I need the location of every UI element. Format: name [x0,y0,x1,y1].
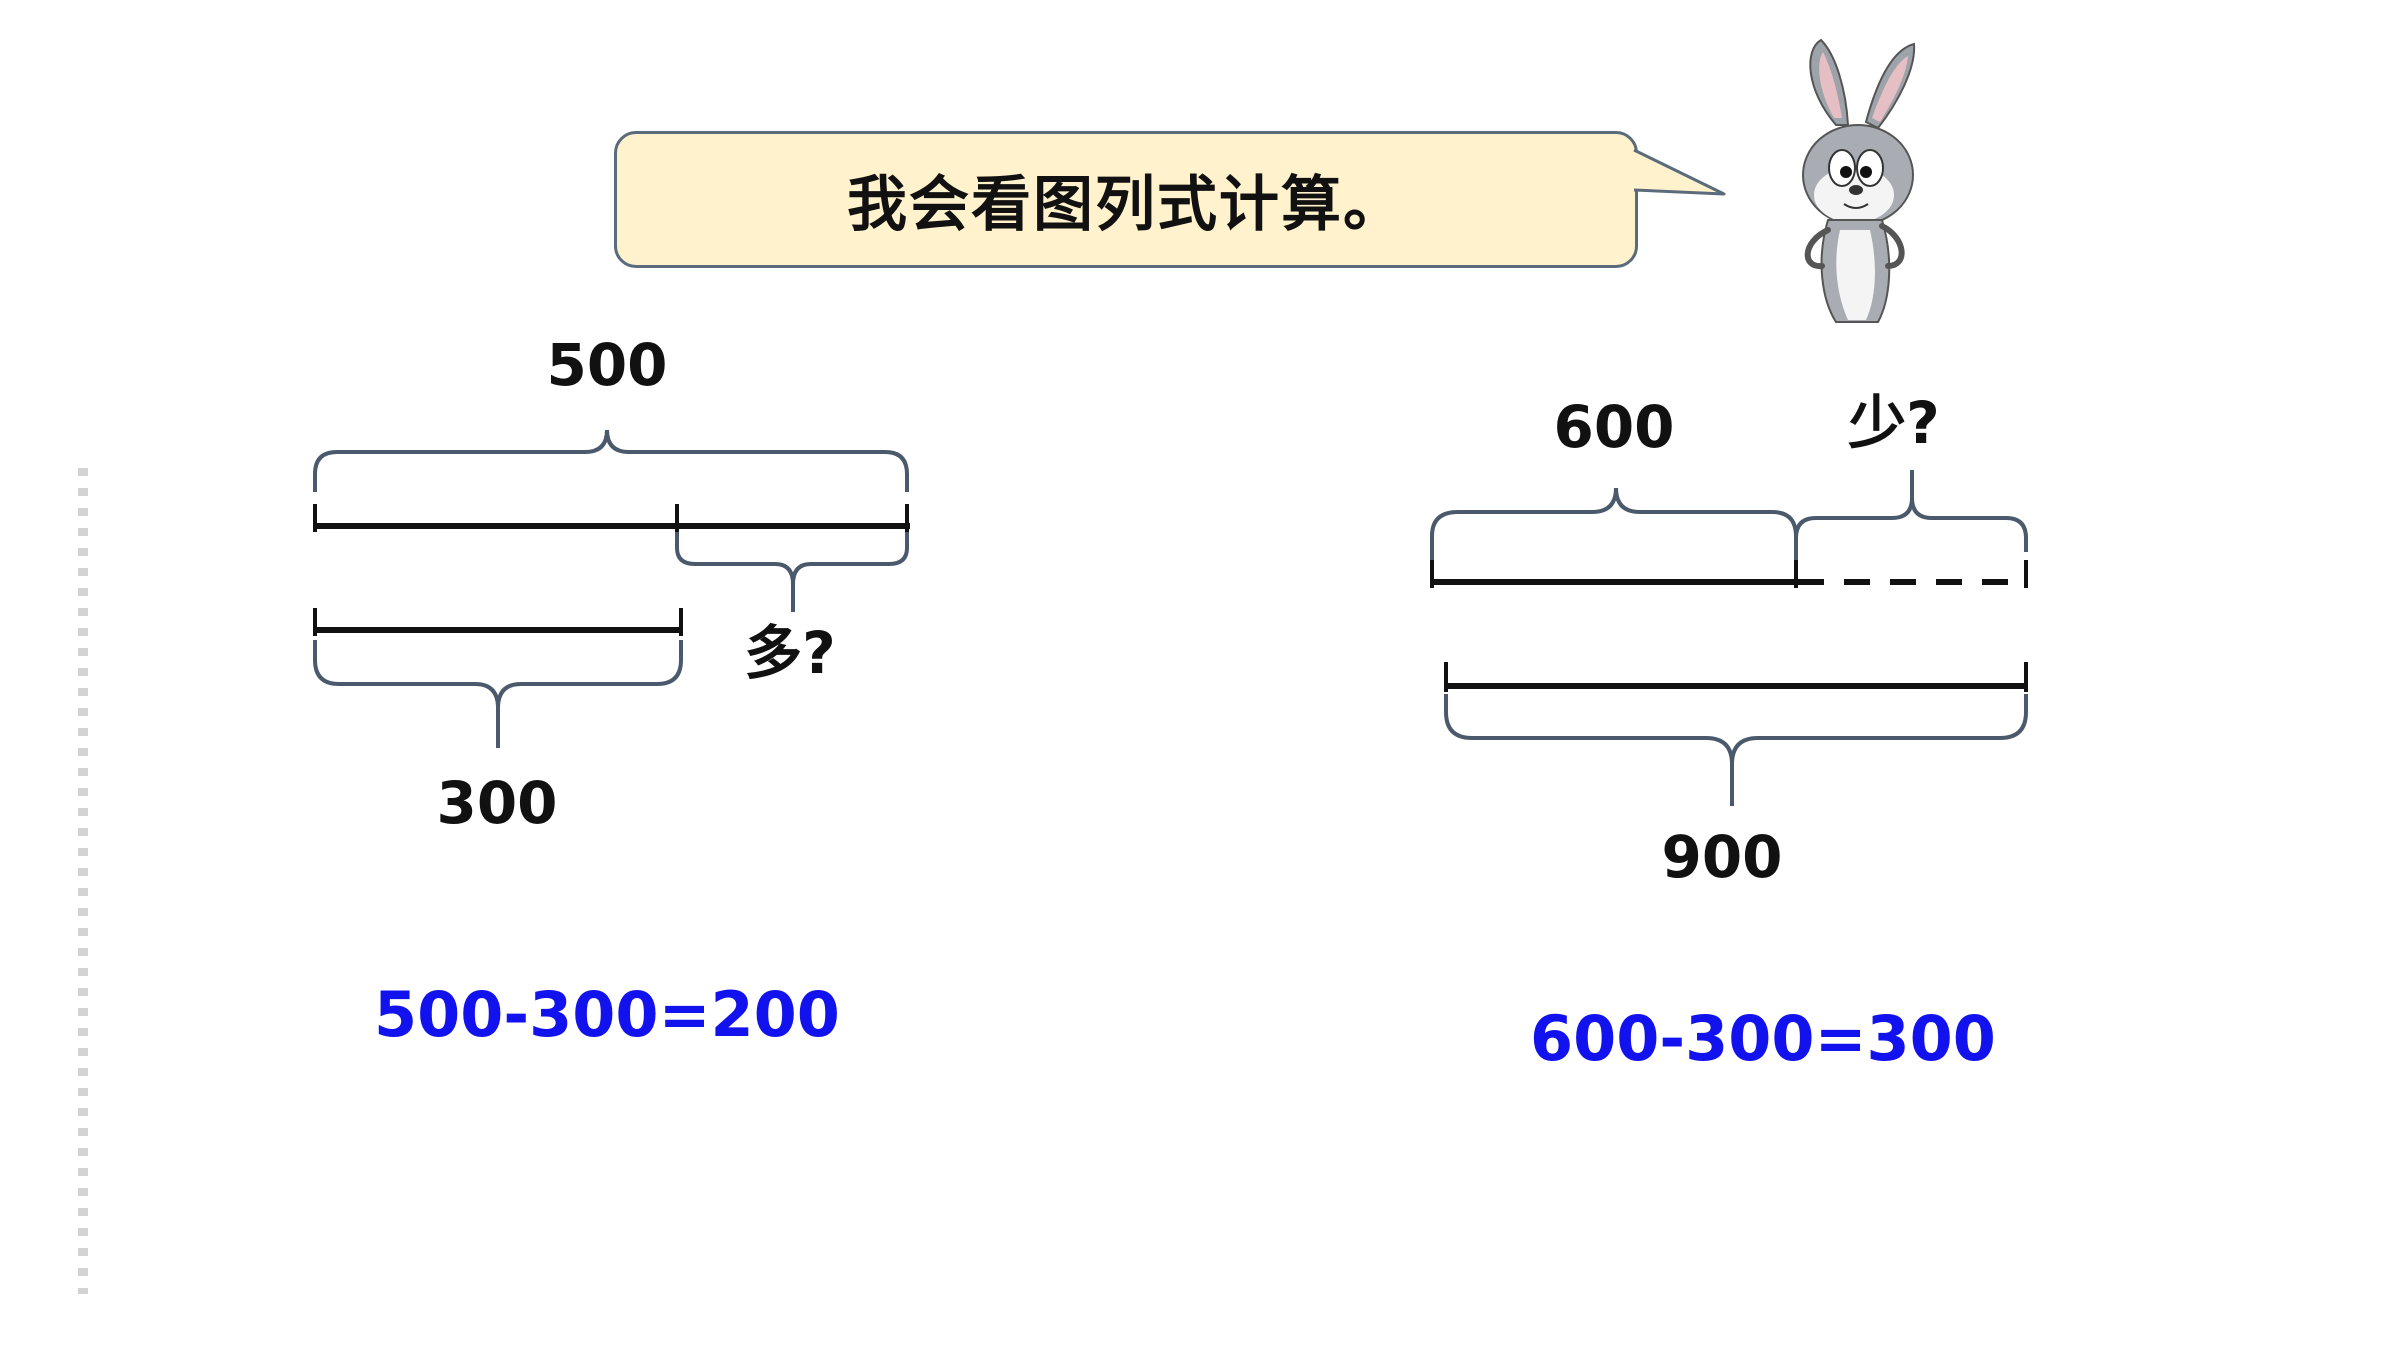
right-difference-brace [1794,470,2028,552]
left-total-label: 500 [546,331,668,399]
left-diagram [313,429,910,748]
left-difference-brace [675,532,909,612]
right-bottom-brace [1444,694,2028,806]
dotted-margin-divider [78,468,88,1294]
speech-text: 我会看图列式计算。 [847,170,1405,240]
bunny-mascot-icon [1802,38,1916,323]
right-difference-label: 少? [1848,389,1940,457]
left-total-brace [313,429,909,492]
left-equation: 500-300=200 [374,978,840,1051]
left-part-label: 300 [436,769,558,837]
speech-bubble-tail [1628,148,1726,196]
speech-bubble: 我会看图列式计算。 [614,131,1638,268]
right-diagram [1430,470,2028,806]
right-total-label: 900 [1661,823,1783,891]
left-difference-label: 多? [744,619,836,687]
left-bottom-brace [313,640,683,748]
right-part-label: 600 [1553,393,1675,461]
right-equation: 600-300=300 [1530,1002,1996,1075]
right-part-brace [1430,487,1798,560]
